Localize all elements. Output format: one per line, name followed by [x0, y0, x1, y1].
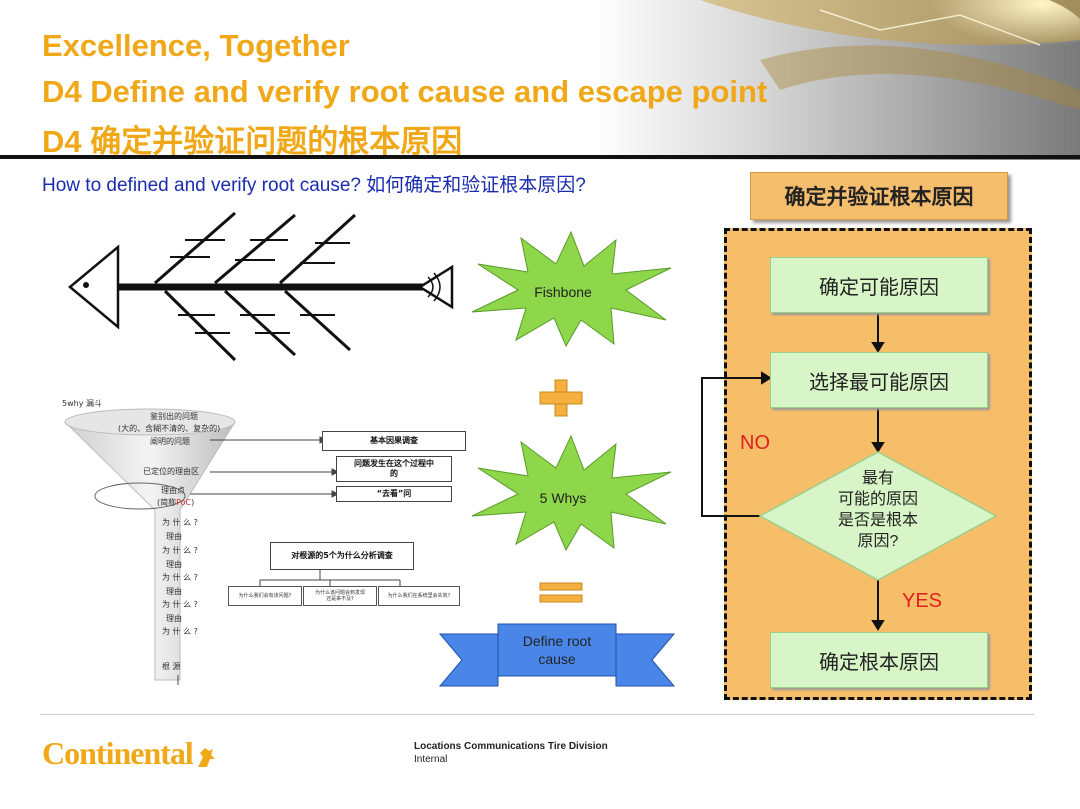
funnel-poc-line2: (简称PoC) — [157, 497, 194, 508]
funnel-poc-line1: 理由点 — [161, 485, 185, 496]
footer-classification: Internal — [414, 754, 447, 765]
flow-step-identify-possible-causes: 确定可能原因 — [770, 257, 988, 313]
funnel-why-2: 为 什 么 ? — [162, 545, 198, 556]
equals-symbol — [538, 580, 584, 606]
footer-divider — [40, 714, 1034, 715]
funnel-why-3: 为 什 么 ? — [162, 572, 198, 583]
funnel-title: 5why 漏斗 — [62, 398, 102, 409]
funnel-box-basic: 基本因果调查 — [322, 431, 466, 451]
title-divider — [0, 155, 1080, 159]
funnel-why-4: 为 什 么 ? — [162, 599, 198, 610]
funnel-why-1: 为 什 么 ? — [162, 517, 198, 528]
funnel-top-line2: (大的、含糊不清的、复杂的) — [118, 423, 220, 434]
horse-icon — [195, 745, 217, 769]
funnel-box-5why: 对根源的5个为什么分析调查 — [270, 542, 414, 570]
funnel-box-go-see: “去看”问 — [336, 486, 452, 502]
flow-decision-is-root-cause: 最有 可能的原因 是否是根本 原因? — [826, 468, 930, 552]
funnel-reason-2: 理由 — [166, 559, 182, 570]
fishbone-diagram — [60, 205, 460, 365]
funnel-reason-3: 理由 — [166, 586, 182, 597]
flow-no-label: NO — [740, 432, 770, 455]
flow-yes-label: YES — [902, 590, 942, 613]
funnel-why-5: 为 什 么 ? — [162, 626, 198, 637]
funnel-reason-1: 理由 — [166, 531, 182, 542]
question-text: How to defined and verify root cause? 如何… — [42, 170, 586, 197]
funnel-small-box-1: 为什么我们会有该问题? — [228, 586, 302, 606]
fishbone-label: Fishbone — [520, 284, 606, 300]
funnel-reason-4: 理由 — [166, 613, 182, 624]
flow-step-confirm-root-cause: 确定根本原因 — [770, 632, 988, 688]
slide-title-line1: Excellence, Together — [42, 28, 350, 64]
funnel-top-line1: 鉴别出的问题 — [150, 411, 198, 422]
footer-division: Locations Communications Tire Division — [414, 741, 608, 752]
funnel-small-box-3: 为什么我们在系统里会失效? — [378, 586, 460, 606]
slide-title-line2: D4 Define and verify root cause and esca… — [42, 74, 767, 110]
funnel-box-where: 问题发生在这个过程中的 — [336, 456, 452, 482]
five-whys-label: 5 Whys — [520, 490, 606, 506]
funnel-located-area: 已定位的理由区 — [143, 466, 199, 477]
funnel-top-line3: 阐明的问题 — [150, 436, 190, 447]
flowchart-heading: 确定并验证根本原因 — [750, 172, 1008, 220]
funnel-small-box-2: 为什么该问题会到发现还是来不及? — [303, 586, 377, 606]
flow-step-select-most-likely-cause: 选择最可能原因 — [770, 352, 988, 408]
continental-logo: Continental — [42, 735, 217, 772]
funnel-root: 根 源 — [162, 661, 181, 672]
plus-symbol — [538, 378, 584, 418]
